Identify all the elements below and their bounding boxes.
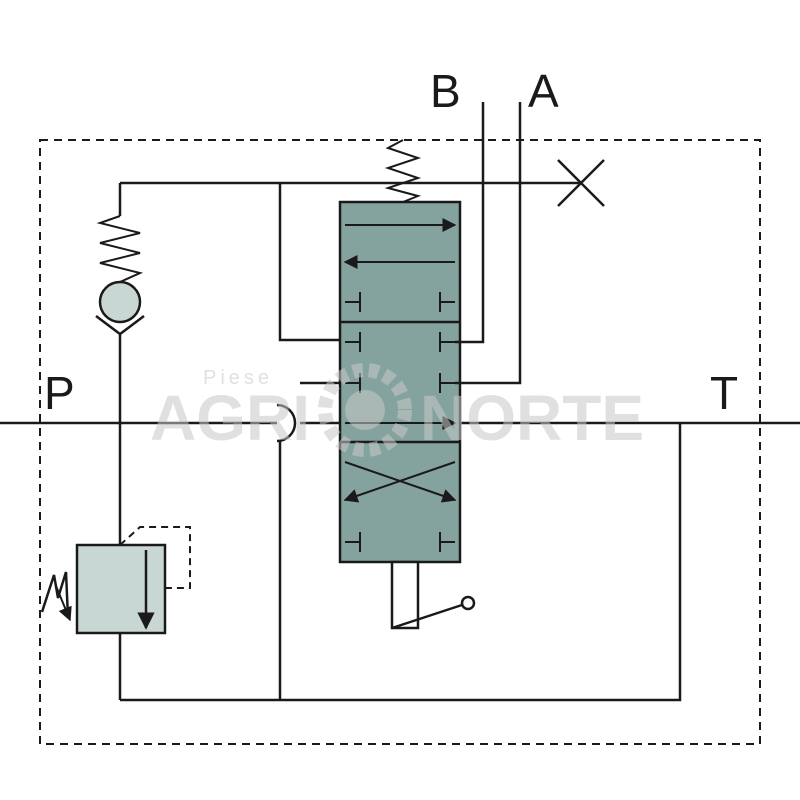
check-valve-ball (98, 280, 142, 324)
internal-pilot-line (278, 183, 340, 342)
lever-handle (391, 601, 469, 630)
port-label-p: P (44, 367, 75, 419)
port-a-line (455, 102, 522, 385)
blocked-port-8 (439, 532, 455, 552)
port-label-a: A (528, 65, 559, 117)
valve-block-boundary (39, 139, 761, 745)
blocked-port-2 (439, 292, 455, 312)
cross-flow-line-2 (343, 461, 456, 503)
watermark-logo: Piese AGRI NORTE (150, 363, 644, 457)
port-label-b: B (430, 65, 461, 117)
lever-stem (390, 560, 420, 630)
blocked-port-6 (439, 373, 455, 393)
relief-adjust-arrow (55, 585, 72, 622)
blocked-port-1 (345, 292, 361, 312)
relief-valve-body (75, 543, 167, 635)
blocked-port-7 (345, 532, 361, 552)
watermark-right-text: NORTE (420, 382, 644, 454)
relief-adjustable-spring (40, 571, 70, 619)
check-spring (96, 215, 144, 283)
blocked-port-4 (439, 332, 455, 352)
lever-knob (460, 595, 476, 611)
port-b-line (455, 102, 485, 344)
relief-pilot-line (119, 526, 191, 589)
tank-return-line (120, 423, 682, 702)
spool-spring (384, 139, 422, 203)
blocked-port-3 (345, 332, 361, 352)
watermark-left-text: AGRI (150, 382, 310, 454)
port-label-t: T (710, 367, 739, 419)
watermark-small-text: Piese (203, 367, 273, 389)
plug-cross-b (557, 159, 605, 207)
watermark-gear-hub (345, 390, 385, 430)
watermark-gear-icon (318, 363, 412, 457)
line-crossover-hop (276, 403, 297, 443)
